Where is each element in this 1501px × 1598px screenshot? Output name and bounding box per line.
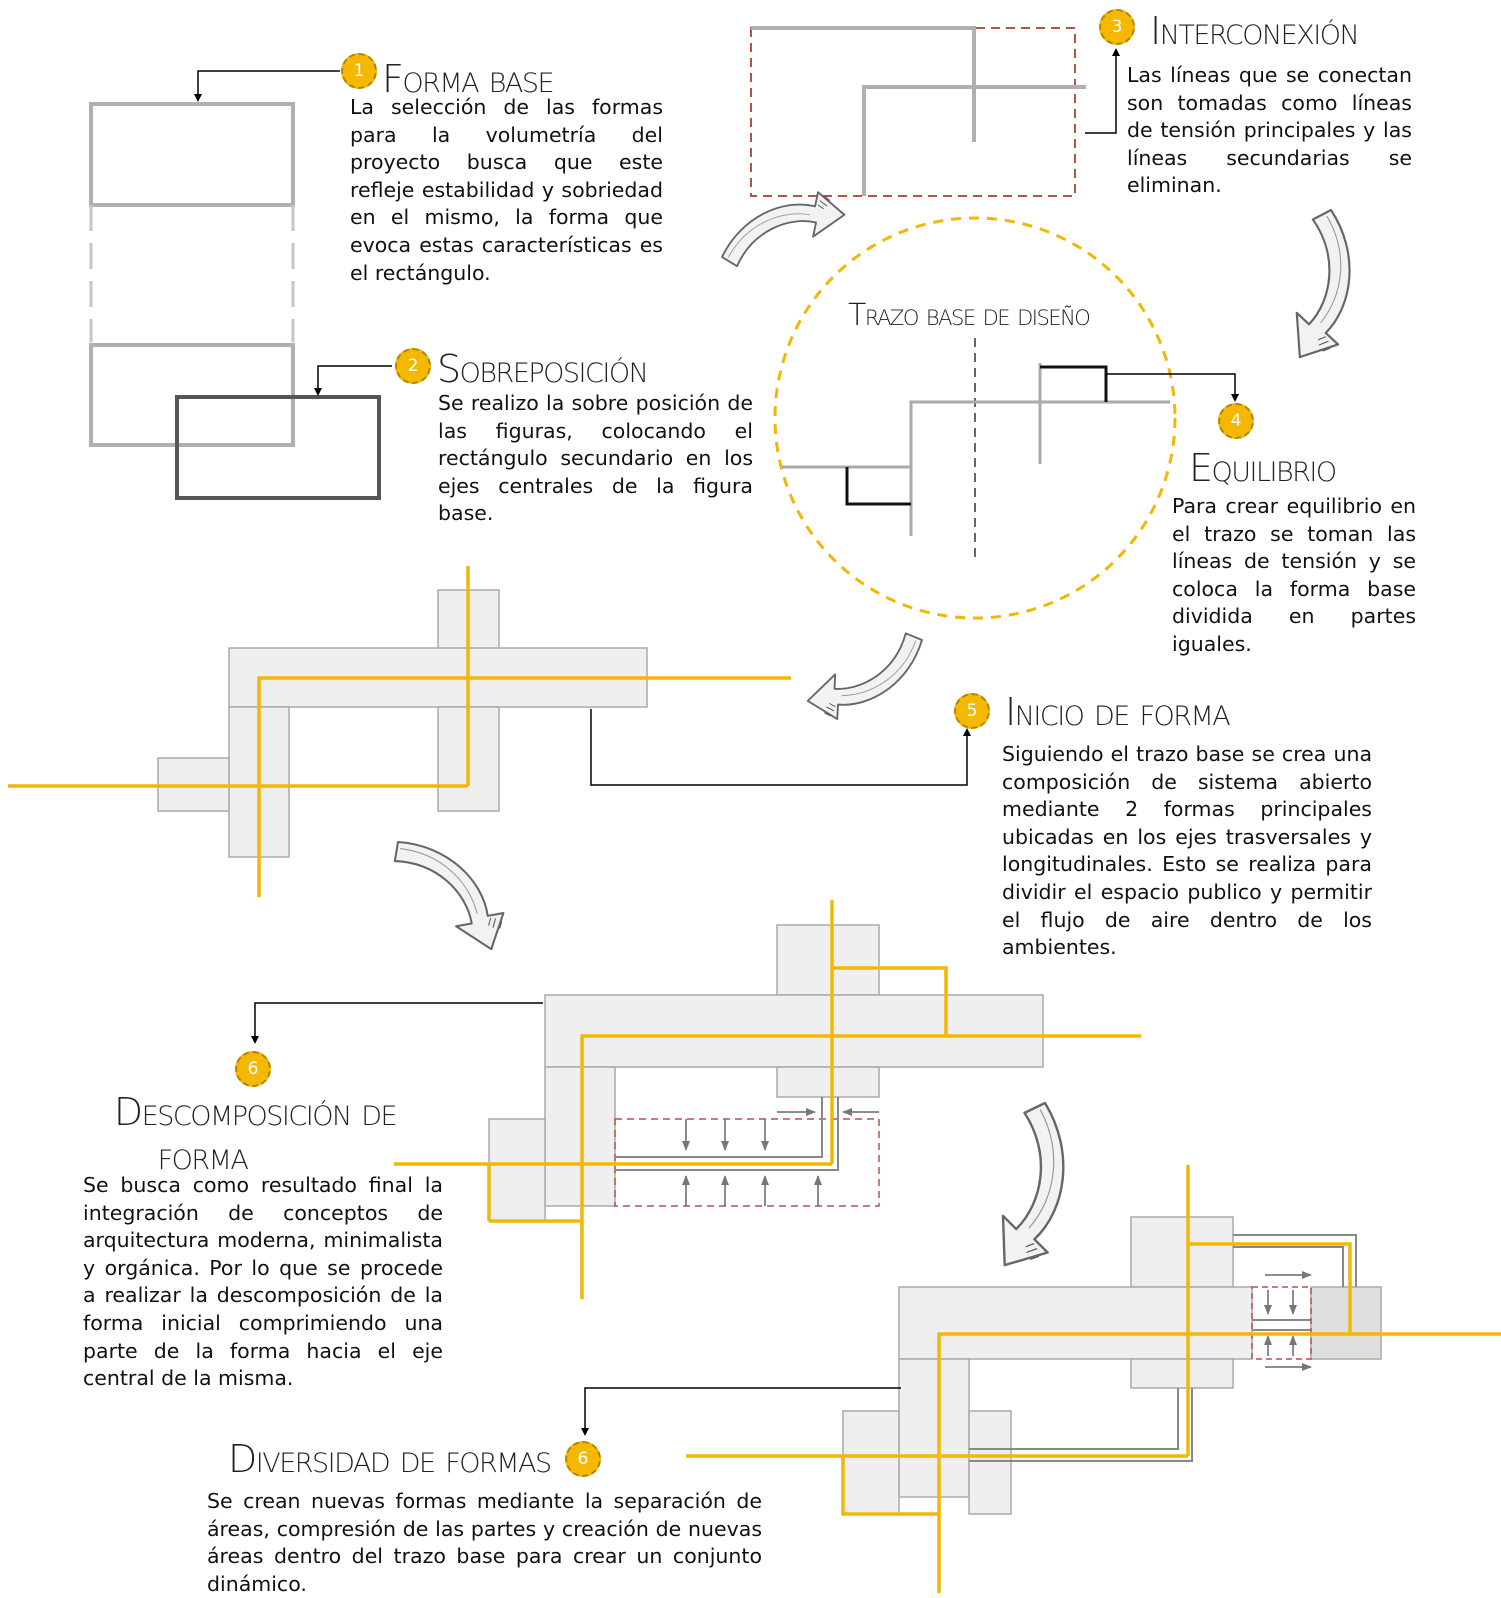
step6-pointer [251,1002,543,1044]
step-5-badge: 5 [954,693,990,729]
step-5-title: Inicio de forma [1005,690,1231,734]
step-7-badge: 6 [565,1441,601,1477]
step-1-badge: 1 [341,53,377,89]
step-7-text: Se crean nuevas formas mediante la separ… [207,1489,762,1596]
curved-arrow-icon [961,1095,1106,1281]
step-7-title: Diversidad de formas [228,1437,552,1481]
step-4-text: Para crear equilibrio en el trazo se tom… [1172,494,1416,656]
inicio-forma-figure [8,566,791,897]
curved-arrow-icon [1260,203,1387,371]
step-4-title: Equilibrio [1189,446,1337,490]
step-4-badge: 4 [1218,403,1254,439]
interconexion-figure [750,26,1086,197]
step-3-text: Las líneas que se conectan son tomadas c… [1127,63,1412,198]
step-6-title: Descomposición de forma [105,1093,405,1175]
step1-pointer [194,70,340,102]
trazo-base-label: Trazo base de diseño [848,298,1091,333]
step-3-badge: 3 [1099,9,1135,45]
step-6-badge: 6 [235,1051,271,1087]
step-1-title: Forma base [382,57,555,101]
curved-arrow-icon [386,813,518,970]
step4-pointer [1107,373,1239,402]
step-2-title: Sobreposición [437,347,649,391]
step-1-text: La selección de las formas para la volum… [350,95,663,285]
step-5-text: Siguiendo el trazo base se crea una comp… [1002,742,1372,960]
step7-pointer [581,1387,901,1436]
trazo-base-circle [773,216,1177,620]
step-6-title-line1: Descomposición de [113,1090,398,1134]
diversidad-formas-figure [686,1165,1501,1593]
curved-arrow-icon [796,628,938,727]
step2-pointer [314,365,392,396]
step3-pointer [1085,48,1120,134]
step-6-text: Se busca como resultado final la integra… [83,1173,443,1391]
forma-base-figure [89,102,295,447]
step-3-title: Interconexión [1150,9,1360,53]
step5-pointer [590,709,971,786]
step-2-badge: 2 [395,348,431,384]
sobreposicion-figure [175,395,381,500]
step-6-title-line2: forma [157,1134,249,1178]
step-2-text: Se realizo la sobre posición de las figu… [438,391,753,526]
curved-arrow-icon [713,188,851,269]
descomposicion-figure [394,900,1141,1299]
